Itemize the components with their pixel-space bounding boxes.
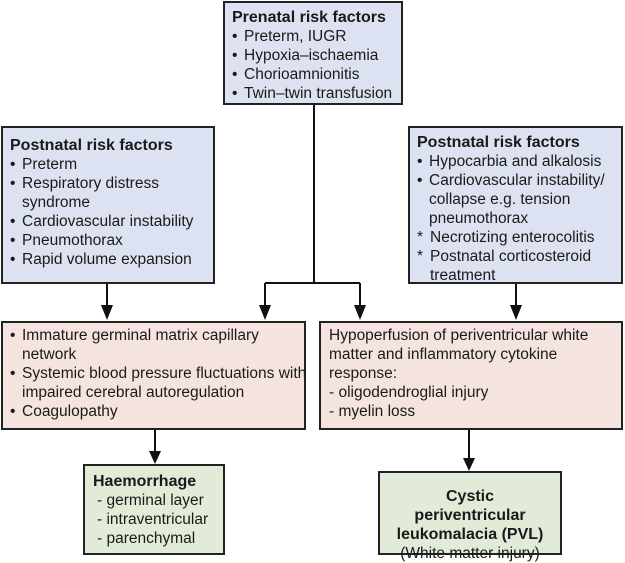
arrowhead-icon bbox=[149, 451, 161, 464]
postnatal-left-item: Preterm bbox=[10, 155, 213, 174]
haemorrhage-box: Haemorrhage - germinal layer - intravent… bbox=[83, 464, 225, 555]
arrowhead-icon bbox=[259, 305, 271, 320]
mechanism-left-item: Coagulopathy bbox=[10, 402, 304, 421]
haemorrhage-item: - germinal layer bbox=[97, 492, 204, 509]
pvl-box: Cystic periventricular leukomalacia (PVL… bbox=[378, 471, 562, 562]
pvl-subtitle: (White matter injury) bbox=[400, 545, 540, 562]
mechanism-right-item: - myelin loss bbox=[329, 403, 416, 420]
pvl-title: Cystic periventricular leukomalacia (PVL… bbox=[396, 488, 544, 543]
haemorrhage-item: - intraventricular bbox=[97, 511, 209, 528]
postnatal-left-item: Respiratory distress syndrome bbox=[10, 174, 192, 212]
arrowhead-icon bbox=[510, 305, 522, 320]
mechanism-left-item: Systemic blood pressure fluctuations wit… bbox=[10, 364, 317, 402]
postnatal-left-item: Rapid volume expansion bbox=[10, 250, 213, 269]
postnatal-right-item: Postnatal corticosteroid treatment bbox=[417, 247, 610, 285]
prenatal-item: Hypoxia–ischaemia bbox=[232, 46, 401, 65]
haemorrhage-item: - parenchymal bbox=[97, 530, 196, 547]
postnatal-left-title: Postnatal risk factors bbox=[10, 137, 173, 154]
arrowhead-icon bbox=[101, 305, 113, 320]
mechanism-box-right: Hypoperfusion of periventricular white m… bbox=[319, 321, 623, 430]
haemorrhage-title: Haemorrhage bbox=[93, 473, 197, 490]
postnatal-right-title: Postnatal risk factors bbox=[417, 134, 580, 151]
prenatal-risk-box: Prenatal risk factors Preterm, IUGR Hypo… bbox=[223, 1, 403, 105]
postnatal-risk-box-left: Postnatal risk factors Preterm Respirato… bbox=[1, 126, 215, 284]
mechanism-right-item: - oligodendroglial injury bbox=[329, 384, 489, 401]
mechanism-box-left: Immature germinal matrix capillary netwo… bbox=[1, 321, 306, 430]
arrowhead-icon bbox=[463, 458, 475, 471]
arrowhead-icon bbox=[354, 305, 366, 320]
postnatal-left-item: Pneumothorax bbox=[10, 231, 213, 250]
postnatal-left-item: Cardiovascular instability bbox=[10, 212, 213, 231]
mechanism-left-item: Immature germinal matrix capillary netwo… bbox=[10, 326, 282, 364]
prenatal-title: Prenatal risk factors bbox=[232, 9, 386, 26]
postnatal-right-item: Necrotizing enterocolitis bbox=[417, 228, 621, 247]
prenatal-item: Preterm, IUGR bbox=[232, 27, 401, 46]
postnatal-risk-box-right: Postnatal risk factors Hypocarbia and al… bbox=[408, 126, 623, 284]
prenatal-item: Chorioamnionitis bbox=[232, 65, 401, 84]
postnatal-right-item: Hypocarbia and alkalosis bbox=[417, 152, 621, 171]
prenatal-item: Twin–twin transfusion bbox=[232, 84, 401, 103]
mechanism-right-text: Hypoperfusion of periventricular white m… bbox=[329, 327, 589, 382]
postnatal-right-item: Cardiovascular instability/ collapse e.g… bbox=[417, 171, 619, 228]
